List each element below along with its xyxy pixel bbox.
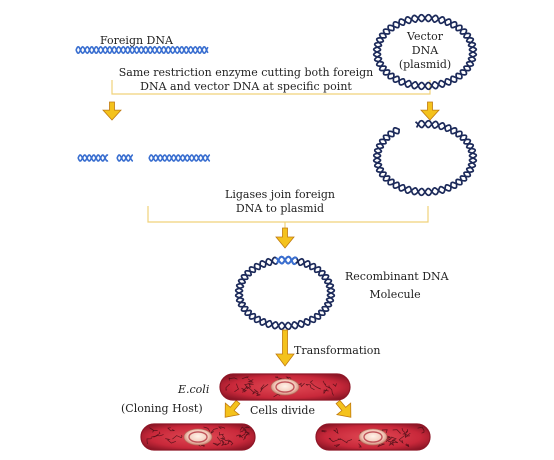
vector-plasmid (372, 13, 478, 91)
arrow-divide-left (224, 399, 241, 418)
ecoli-cell-parent-plasmid-region (270, 378, 300, 396)
recombinant-dna-label-2: Molecule (369, 288, 421, 301)
recombinant-plasmid (234, 255, 336, 331)
cut-plasmid (372, 119, 478, 197)
foreign-dna-label: Foreign DNA (100, 34, 173, 47)
dna-strands (75, 13, 478, 331)
foreign-dna-strand (75, 45, 209, 55)
cut-plasmid-strand-a (372, 119, 478, 197)
ecoli-cell-daughter-left-plasmid-region (183, 428, 213, 446)
arrow-ligase-down (275, 227, 295, 249)
ecoli-cell-daughter-right (315, 423, 431, 451)
restriction-enzyme-label-1: Same restriction enzyme cutting both for… (118, 66, 374, 79)
ecoli-cell-daughter-right-plasmid-ring (363, 431, 383, 443)
ecoli-cells (140, 373, 431, 451)
foreign-dna-fragment-mid-strand-b (116, 154, 134, 162)
foreign-dna-strand-strand-a (75, 45, 209, 55)
ecoli-cell-daughter-right-plasmid-region (358, 428, 388, 446)
foreign-dna-fragment-right-strand-b (148, 154, 211, 162)
restriction-bracket (111, 80, 431, 95)
arrow-right-down (420, 101, 440, 121)
ecoli-cell-parent-plasmid-ring (275, 381, 295, 393)
arrow-transformation (275, 329, 295, 367)
foreign-dna-fragment-right-strand-a (148, 154, 211, 162)
recombinant-plasmid-strand-b (234, 255, 336, 331)
arrow-divide-right (335, 399, 352, 418)
ecoli-cell-daughter-left (140, 423, 256, 451)
foreign-dna-fragment-left (77, 154, 109, 162)
ligase-bracket (147, 206, 429, 223)
flow-arrows (102, 101, 440, 418)
ligase-label-2: DNA to plasmid (235, 202, 325, 215)
foreign-dna-fragment-mid (116, 154, 134, 162)
bracket-lines (111, 80, 431, 228)
vector-plasmid-strand-b (372, 13, 478, 91)
cells-divide-label: Cells divide (250, 404, 315, 417)
foreign-dna-fragment-left-strand-a (77, 154, 109, 162)
vector-dna-label-3: (plasmid) (398, 58, 452, 71)
restriction-enzyme-label-2: DNA and vector DNA at specific point (140, 80, 352, 93)
ligase-label-1: Ligases join foreign (225, 188, 335, 201)
recombinant-plasmid-insert-b (275, 255, 297, 266)
foreign-dna-fragment-left-strand-b (77, 154, 109, 162)
ecoli-cell-parent (219, 373, 351, 401)
arrow-left-down (102, 101, 122, 121)
ecoli-cell-daughter-left-plasmid-ring (188, 431, 208, 443)
cut-plasmid-strand-b (372, 119, 478, 197)
ecoli-cell-daughter-left-chromosome (146, 426, 250, 447)
foreign-dna-strand-strand-b (75, 45, 209, 55)
vector-dna-label-1: Vector (407, 30, 443, 43)
transformation-label: Transformation (294, 344, 381, 357)
recombinant-plasmid-insert-a (276, 255, 298, 265)
vector-dna-label-2: DNA (411, 44, 439, 57)
ecoli-label: E.coli (178, 383, 210, 396)
recombinant-dna-label-1: Recombinant DNA (345, 270, 449, 283)
foreign-dna-fragment-right (148, 154, 211, 162)
cloning-host-label: (Cloning Host) (121, 402, 203, 415)
